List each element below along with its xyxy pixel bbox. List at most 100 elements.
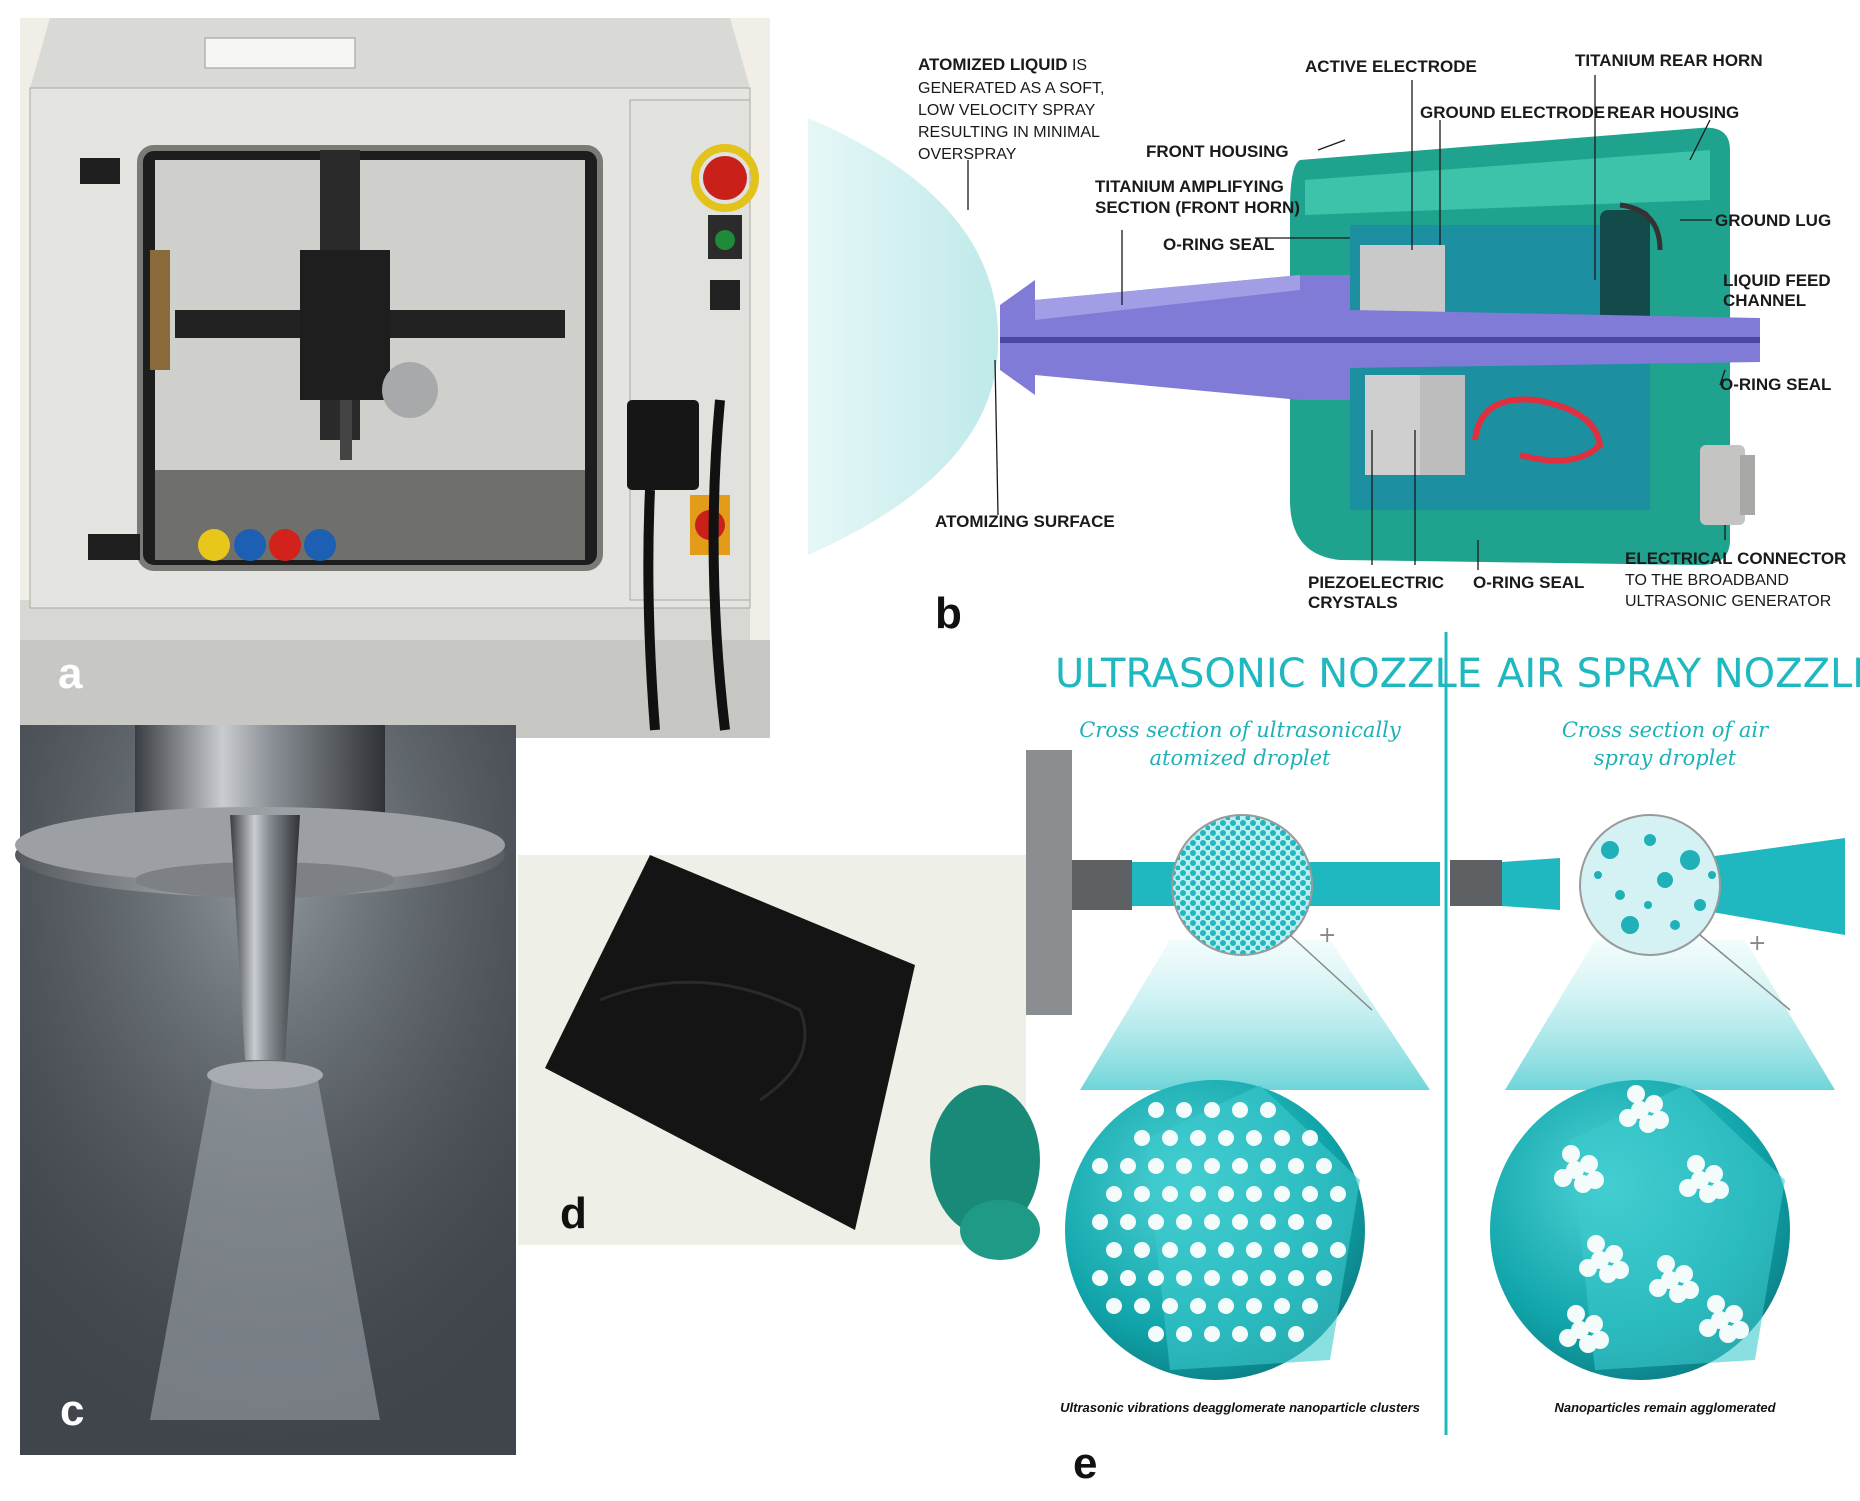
nanoparticle — [1120, 1214, 1136, 1230]
callout-o-ring-seal-top: O-RING SEAL — [1163, 235, 1274, 254]
callout-connector-sub-2: ULTRASONIC GENERATOR — [1625, 593, 1831, 610]
panel-b-callouts: ATOMIZED LIQUID IS GENERATED AS A SOFT, … — [918, 51, 1846, 612]
callout-active-electrode: ACTIVE ELECTRODE — [1305, 57, 1477, 76]
callout-front-housing: FRONT HOUSING — [1146, 142, 1289, 161]
agglomerated-nanoparticle — [1675, 1265, 1693, 1283]
nanoparticle — [1176, 1270, 1192, 1286]
nanoparticle — [1148, 1270, 1164, 1286]
panel-a-label: a — [58, 649, 83, 698]
ultrasonic-subtitle-1: Cross section of ultrasonically — [1079, 718, 1402, 742]
nanoparticle — [1302, 1242, 1318, 1258]
nanoparticle — [1232, 1270, 1248, 1286]
nanoparticle — [1162, 1186, 1178, 1202]
svg-text:ATOMIZED LIQUID IS: ATOMIZED LIQUID IS — [918, 55, 1087, 74]
agglomerated-nanoparticle — [1627, 1085, 1645, 1103]
nanoparticle — [1274, 1130, 1290, 1146]
nanoparticle — [1288, 1158, 1304, 1174]
nanoparticle — [1232, 1214, 1248, 1230]
agglomerated-nanoparticle — [1707, 1295, 1725, 1313]
callout-atomized-rest4: RESULTING IN MINIMAL — [918, 124, 1100, 141]
nanoparticle — [1274, 1298, 1290, 1314]
nanoparticle — [1232, 1158, 1248, 1174]
callout-atomized-rest5: OVERSPRAY — [918, 146, 1017, 163]
agglomerated-nanoparticle — [1681, 1281, 1699, 1299]
nanoparticle — [1330, 1186, 1346, 1202]
panel-d-label: d — [560, 1189, 587, 1238]
panel-c-photo: c — [15, 725, 516, 1455]
nanoparticle — [1204, 1158, 1220, 1174]
nanoparticle — [1148, 1326, 1164, 1342]
titanium-horn — [1000, 275, 1760, 400]
agglomerated-nanoparticle — [1651, 1111, 1669, 1129]
nanoparticle — [1274, 1242, 1290, 1258]
nanoparticle — [1246, 1298, 1262, 1314]
callout-o-ring-seal-right: O-RING SEAL — [1720, 375, 1831, 394]
nanoparticle — [1148, 1158, 1164, 1174]
nanoparticle — [1218, 1298, 1234, 1314]
callout-atomized-liquid: ATOMIZED LIQUID — [918, 55, 1068, 74]
panel-c-label: c — [60, 1386, 84, 1435]
agglomerated-nanoparticle — [1579, 1259, 1597, 1277]
agglomerated-nanoparticle — [1580, 1155, 1598, 1173]
nanoparticle — [1190, 1242, 1206, 1258]
airspray-title: AIR SPRAY NOZZLE — [1497, 651, 1860, 697]
callout-o-ring-seal-bottom: O-RING SEAL — [1473, 573, 1584, 592]
nanoparticle — [1232, 1326, 1248, 1342]
agglomerated-nanoparticle — [1619, 1109, 1637, 1127]
agglomerated-nanoparticle — [1657, 1255, 1675, 1273]
nanoparticle — [1106, 1186, 1122, 1202]
airspray-droplets — [1594, 834, 1716, 934]
atomized-spray-plume — [808, 118, 999, 555]
panel-b-diagram: ATOMIZED LIQUID IS GENERATED AS A SOFT, … — [808, 51, 1846, 638]
agglomerated-nanoparticle — [1649, 1279, 1667, 1297]
callout-lines — [967, 75, 1726, 570]
nanoparticle — [1092, 1270, 1108, 1286]
nanoparticle — [1092, 1158, 1108, 1174]
callout-atomized-rest3: LOW VELOCITY SPRAY — [918, 102, 1096, 119]
nanoparticle — [1246, 1130, 1262, 1146]
ultrasonic-title: ULTRASONIC NOZZLE — [1055, 651, 1482, 697]
ultrasonic-plus-mark: + — [1318, 923, 1336, 948]
callout-rear-housing: REAR HOUSING — [1607, 103, 1739, 122]
callout-piezo-1: PIEZOELECTRIC — [1308, 573, 1444, 592]
agglomerated-nanoparticle — [1591, 1331, 1609, 1349]
nanoparticle — [1218, 1130, 1234, 1146]
callout-ground-lug: GROUND LUG — [1715, 211, 1831, 230]
nanoparticle — [1232, 1102, 1248, 1118]
nanoparticle — [1288, 1326, 1304, 1342]
callout-piezo-2: CRYSTALS — [1308, 593, 1398, 612]
callout-atomized-rest2: GENERATED AS A SOFT, — [918, 80, 1104, 97]
nanoparticle — [1120, 1270, 1136, 1286]
nanoparticle — [1330, 1242, 1346, 1258]
agglomerated-nanoparticle — [1725, 1305, 1743, 1323]
nanoparticle — [1176, 1102, 1192, 1118]
nanoparticle — [1148, 1102, 1164, 1118]
panel-d-photo: d — [518, 855, 1040, 1260]
nanoparticle — [1260, 1270, 1276, 1286]
nanoparticle — [1204, 1270, 1220, 1286]
nanoparticle — [1162, 1242, 1178, 1258]
nanoparticle — [1204, 1102, 1220, 1118]
agglomerated-nanoparticle — [1711, 1181, 1729, 1199]
nanoparticle — [1176, 1158, 1192, 1174]
agglomerated-nanoparticle — [1562, 1145, 1580, 1163]
air-spray-nozzle-side: AIR SPRAY NOZZLE Cross section of air sp… — [1450, 651, 1860, 1415]
airspray-subtitle-2: spray droplet — [1594, 746, 1737, 770]
agglomerated-nanoparticle — [1559, 1329, 1577, 1347]
nanoparticle — [1218, 1186, 1234, 1202]
panel-a-photo: a — [20, 18, 770, 738]
nanoparticle — [1316, 1270, 1332, 1286]
nanoparticle — [1190, 1130, 1206, 1146]
nanoparticle — [1148, 1214, 1164, 1230]
agglomerated-nanoparticle — [1605, 1245, 1623, 1263]
machine-cabinet — [29, 18, 759, 731]
agglomerated-nanoparticle — [1587, 1235, 1605, 1253]
agglomerated-nanoparticle — [1567, 1305, 1585, 1323]
nanoparticle — [1302, 1130, 1318, 1146]
nanoparticle — [1246, 1242, 1262, 1258]
agglomerated-nanoparticle — [1554, 1169, 1572, 1187]
nanoparticle — [1134, 1130, 1150, 1146]
panel-e-diagram: ULTRASONIC NOZZLE Cross section of ultra… — [1026, 632, 1860, 1488]
nanoparticle — [1260, 1326, 1276, 1342]
nanoparticle — [1162, 1130, 1178, 1146]
